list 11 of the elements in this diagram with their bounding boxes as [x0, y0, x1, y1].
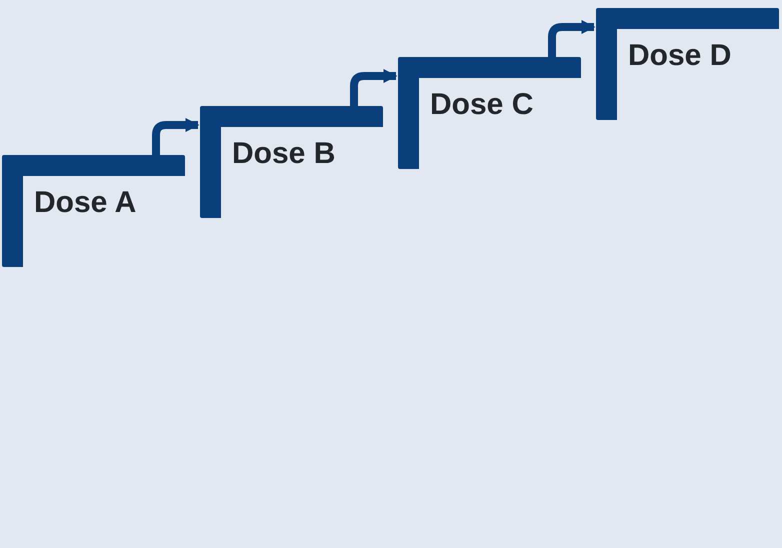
step-label: Dose B [232, 137, 336, 171]
step-bracket [596, 8, 779, 120]
step-bracket [2, 155, 185, 267]
step-bracket [398, 57, 581, 169]
bent-arrow [548, 20, 596, 57]
bent-arrow [350, 69, 398, 106]
step-label: Dose C [430, 88, 534, 122]
step-label: Dose A [34, 186, 136, 220]
bent-arrow [152, 118, 200, 155]
step-label: Dose D [628, 39, 732, 73]
step-bracket [200, 106, 383, 218]
